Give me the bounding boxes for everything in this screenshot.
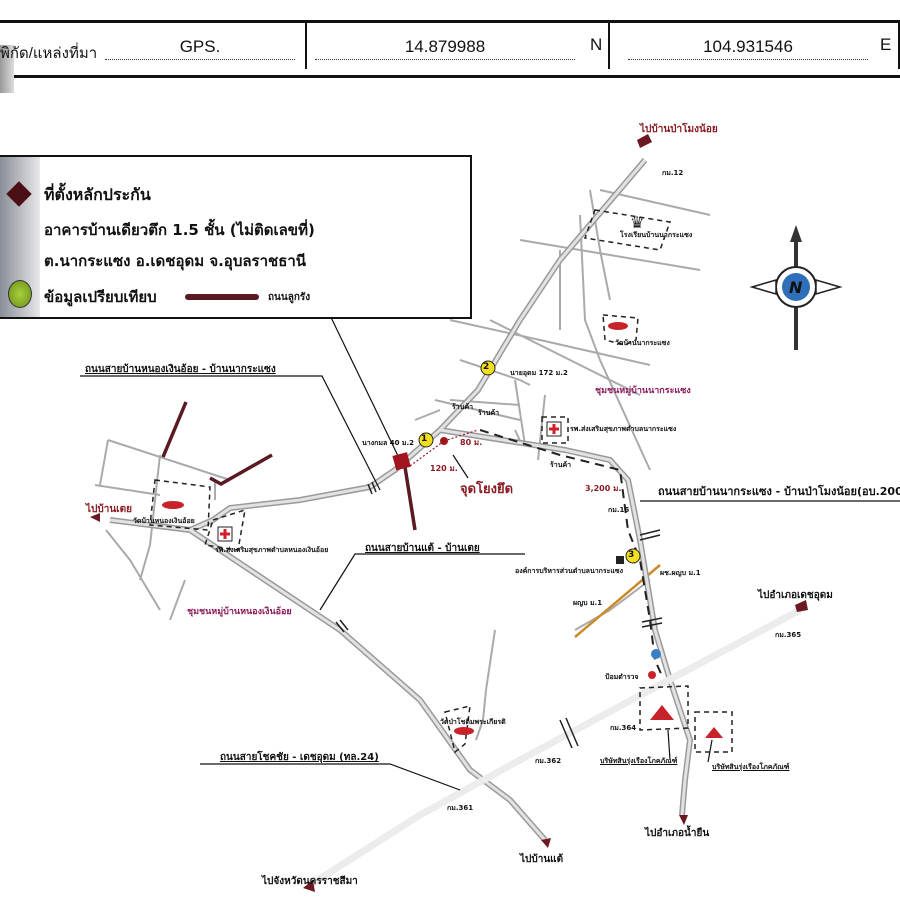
temple-na-label: วัดบ้านนากระแซง: [615, 339, 670, 347]
source-cell: พิกัด/แหล่งที่มา GPS.: [0, 23, 307, 69]
office-icon: [616, 556, 624, 564]
legend-laterite: ถนนลูกรัง: [268, 292, 311, 303]
house-phuyai-label: ผช.ผญบ ม.1: [660, 569, 701, 577]
water-icon: [651, 649, 661, 659]
km-post-364: กม.364: [610, 724, 637, 732]
shop-1-label: ร้านค้า: [452, 403, 474, 411]
company-1-label: บริษัทสินรุ่งเรืองโภคภัณฑ์: [600, 757, 678, 765]
latitude-value: 14.879988: [315, 37, 575, 60]
destination-nam-yuen: ไปอำเภอน้ำยืน: [645, 828, 710, 839]
km-post-361: กม.361: [447, 804, 474, 812]
laterite-roads: [161, 401, 417, 531]
marker-2: 2: [483, 362, 490, 372]
main-roads: [109, 158, 802, 888]
company-2-label: บริษัทสินรุ่งเรืองโภคภัณฑ์: [712, 763, 790, 771]
community-na-label: ชุมชนหมู่บ้านนากระแซง: [595, 386, 691, 396]
compass-n-label: N: [789, 278, 803, 297]
latitude-unit: N: [590, 35, 603, 54]
legend-address: ต.นากระแซง อ.เดชอุดม จ.อุบลราชธานี: [44, 252, 307, 270]
hospital-icons: [217, 421, 562, 542]
bridges: [335, 481, 663, 749]
temple-nong-label: วัดบ้านหนองเงินอ้อย: [133, 517, 195, 525]
tao-label: องค์การบริหารส่วนตำบลนากระแซง: [515, 567, 624, 575]
road-label-nong-ngoen: ถนนสายบ้านหนองเงินอ้อย - บ้านนากระแซง: [85, 364, 276, 375]
collateral-marker[interactable]: [392, 452, 411, 471]
longitude-value: 104.931546: [628, 37, 868, 60]
legend-title: ที่ตั้งหลักประกัน: [44, 185, 151, 204]
destination-ban-tae: ไปบ้านแต้: [520, 854, 564, 865]
scan-shadow: [0, 45, 14, 93]
house-1-label: นางกมล 40 ม.2: [362, 439, 415, 447]
laterite-line-icon: [185, 294, 259, 300]
temple-icons: ♛: [162, 213, 723, 738]
police-label: ป้อมตำรวจ: [605, 673, 639, 681]
distance-3200: 3,200 ม.: [585, 484, 622, 493]
longitude-unit: E: [880, 35, 892, 54]
marker-3: 3: [628, 550, 635, 560]
road-label-na-krasaeng: ถนนสายบ้านนากระแซง - บ้านป่าโมงน้อย(อบ.2…: [658, 485, 900, 498]
svg-text:♛: ♛: [630, 213, 644, 232]
phuyai-label: ผญบ ม.1: [573, 599, 603, 607]
community-nong-label: ชุมชนหมู่บ้านหนองเงินอ้อย: [187, 607, 292, 617]
house-2-label: นายอุดม 172 ม.2: [510, 369, 568, 377]
km-post-362: กม.362: [535, 757, 562, 765]
latitude-cell: 14.879988 N: [305, 23, 610, 69]
shop-2-label: ร้านค้า: [478, 409, 500, 417]
distance-80: 80 ม.: [460, 438, 483, 447]
landmark-label: จุดโยงยึด: [460, 482, 514, 497]
destination-ban-toei: ไปบ้านเตย: [86, 504, 132, 515]
coordinate-source-label: พิกัด/แหล่งที่มา: [0, 45, 98, 62]
temple-pa-label: วัดป่าโชติมพระเกียรติ: [440, 718, 506, 726]
road-label-bantae: ถนนสายบ้านแต้ - บ้านเตย: [365, 543, 480, 554]
destination-pa-mong: ไปบ้านป่าโมงน้อย: [640, 124, 718, 135]
km-post-365: กม.365: [775, 631, 802, 639]
shop-3-label: ร้านค้า: [550, 461, 572, 469]
distance-120: 120 ม.: [430, 464, 458, 473]
legend-compare: ข้อมูลเปรียบเทียบ: [44, 288, 157, 306]
hospital-nong-label: รพ.ส่งเสริมสุขภาพตำบลหนองเงินอ้อย: [215, 546, 329, 554]
km-post-12: กม.12: [662, 169, 684, 177]
coordinate-header: พิกัด/แหล่งที่มา GPS. 14.879988 N 104.93…: [0, 20, 900, 93]
hospital-na-label: รพ.ส่งเสริมสุขภาพตำบลนากระแซง: [570, 425, 677, 433]
school-label: โรงเรียนบ้านนากระแซง: [620, 231, 693, 239]
numbered-markers: [418, 360, 641, 564]
leader-lines: [80, 304, 900, 791]
legend-box: ที่ตั้งหลักประกัน อาคารบ้านเดียวตึก 1.5 …: [0, 155, 472, 319]
destination-det-udom: ไปอำเภอเดชอุดม: [758, 590, 833, 601]
direction-arrows: [90, 134, 808, 892]
police-icon: [648, 671, 656, 679]
legend-building: อาคารบ้านเดียวตึก 1.5 ชั้น (ไม่ติดเลขที่…: [44, 221, 315, 239]
marker-1: 1: [421, 434, 428, 444]
compare-circle-icon: [8, 280, 32, 308]
road-label-highway24: ถนนสายโชคชัย - เดชอุดม (ทล.24): [220, 752, 379, 763]
source-value: GPS.: [105, 37, 295, 60]
compound-outlines: [149, 209, 733, 754]
km-post-16: กม.16: [608, 506, 630, 514]
longitude-cell: 104.931546 E: [608, 23, 900, 69]
compass-rose: [749, 225, 843, 350]
destination-korat: ไปจังหวัดนครราชสีมา: [262, 876, 358, 887]
